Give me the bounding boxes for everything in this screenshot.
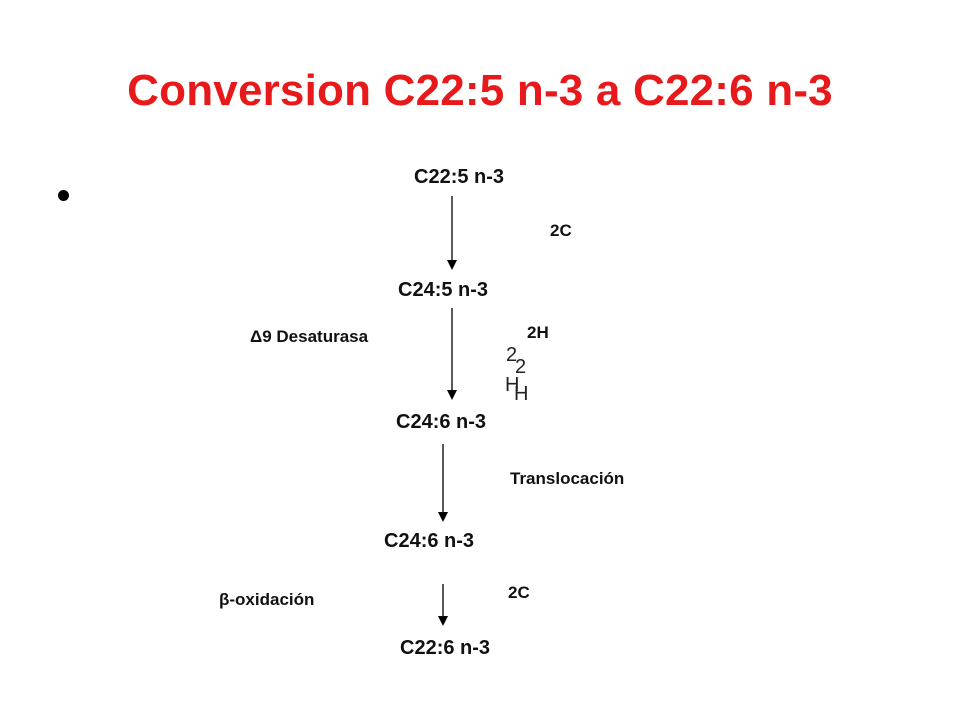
slide-title: Conversion C22:5 n-3 a C22:6 n-3 <box>127 66 833 115</box>
compound-c22-5: C22:5 n-3 <box>414 166 505 188</box>
overlay-glyph-2a: 2 <box>506 344 518 366</box>
overlay-glyph-2b: 2 <box>515 356 527 378</box>
compound-c22-6: C22:6 n-3 <box>400 637 491 659</box>
compound-c24-6-b: C24:6 n-3 <box>384 530 475 552</box>
overlay-glyph-hb: H <box>514 383 529 405</box>
overlay-glyph-ha: H <box>505 374 520 396</box>
label-shortening-2c: 2C <box>508 583 530 602</box>
bullet-point <box>58 190 69 201</box>
label-delta9-desaturase: Δ9 Desaturasa <box>250 327 369 346</box>
compound-c24-6-a: C24:6 n-3 <box>396 411 487 433</box>
label-beta-oxidation: β-oxidación <box>219 590 315 609</box>
compound-c24-5: C24:5 n-3 <box>398 279 489 301</box>
label-elongation-2c: 2C <box>550 221 572 240</box>
label-2h: 2H <box>527 323 549 342</box>
label-translocation: Translocación <box>510 469 625 488</box>
